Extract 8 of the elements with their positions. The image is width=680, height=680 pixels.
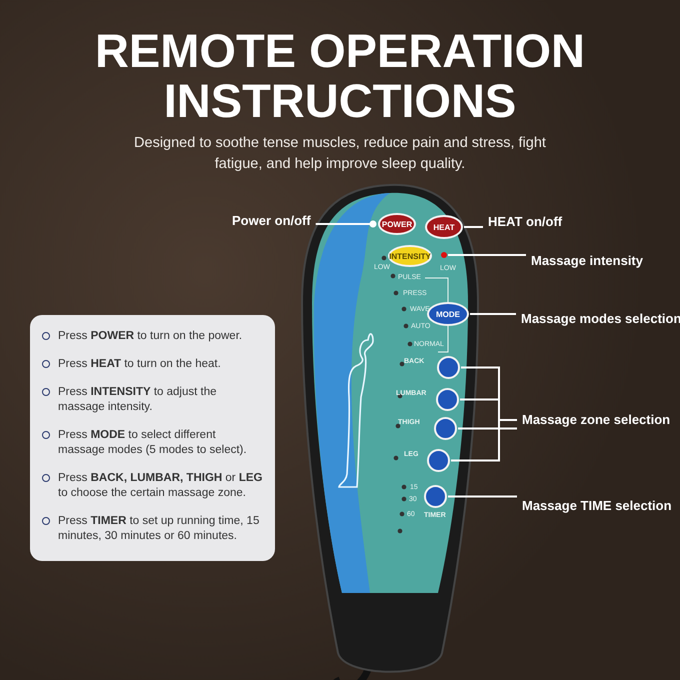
instruction-text: Press TIMER to set up running time, 15 minutes, 30 minutes or 60 minutes. [58,514,260,544]
instruction-text: Press HEAT to turn on the heat. [58,357,222,372]
instruction-text: Press BACK, LUMBAR, THIGH or LEG to choose the certain massage zone. [58,471,264,501]
instruction-text: Press INTENSITY to adjust the massage intensity. [58,385,218,415]
title: REMOTE OPERATION INSTRUCTIONS [94,26,586,126]
subtitle-text: Designed to soothe tense muscles, reduce pain and stress, fight fatigue, and help improve sleep quality. [133,134,547,174]
instruction-text: Press MODE to select different massage modes (5 modes to select). [58,428,248,458]
instruction-text: Press POWER to turn on the power. [58,329,244,344]
